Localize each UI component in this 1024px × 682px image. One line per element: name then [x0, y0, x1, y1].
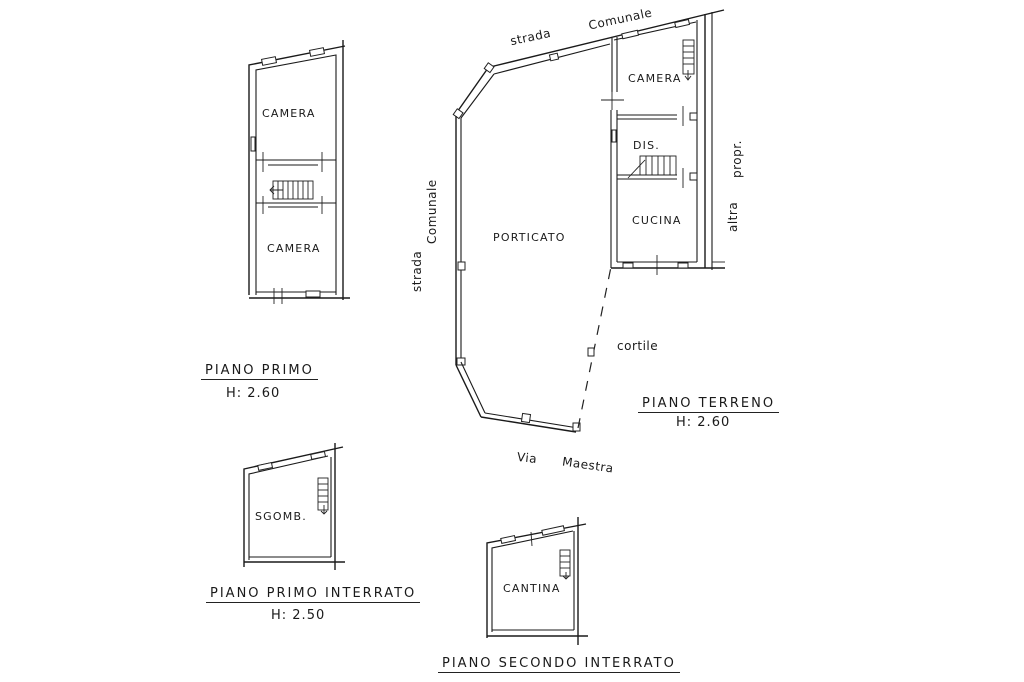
room-label-porticato: PORTICATO [493, 231, 566, 244]
label-proprieta: propr. [730, 140, 744, 178]
piano-primo-interrato-plan [243, 443, 345, 570]
stairs-icon [317, 477, 329, 515]
room-label-disimpegno: DIS. [633, 139, 660, 152]
floor-title-piano-primo: PIANO PRIMO [201, 363, 318, 380]
stairs-icon [682, 39, 695, 81]
floor-title-piano-primo-interrato: PIANO PRIMO INTERRATO [206, 586, 421, 603]
room-label-camera: CAMERA [262, 107, 316, 120]
floor-height-piano-primo: H: 2.60 [226, 386, 281, 401]
area-label-cortile: cortile [617, 339, 659, 353]
stairs-icon [269, 180, 314, 200]
room-label-cucina: CUCINA [632, 214, 682, 227]
label-altra: altra [726, 201, 740, 232]
street-label-via: Via [516, 449, 538, 467]
street-label-strada-left: strada [410, 250, 424, 292]
floor-title-piano-terreno: PIANO TERRENO [638, 396, 780, 413]
floor-title-piano-secondo-interrato: PIANO SECONDO INTERRATO [438, 656, 680, 673]
piano-secondo-interrato-plan [486, 517, 588, 645]
floor-height-piano-primo-interrato: H: 2.50 [271, 608, 326, 623]
room-label-camera: CAMERA [267, 242, 321, 255]
floor-height-piano-terreno: H: 2.60 [676, 415, 731, 430]
street-label-comunale-left: Comunale [425, 179, 439, 244]
piano-primo-plan [248, 40, 350, 304]
room-label-sgombero: SGOMB. [255, 510, 307, 523]
stairs-icon [559, 549, 571, 580]
room-label-cantina: CANTINA [503, 582, 561, 595]
room-label-camera: CAMERA [628, 72, 682, 85]
stairs-icon [627, 155, 677, 179]
piano-terreno-plan [452, 9, 725, 433]
